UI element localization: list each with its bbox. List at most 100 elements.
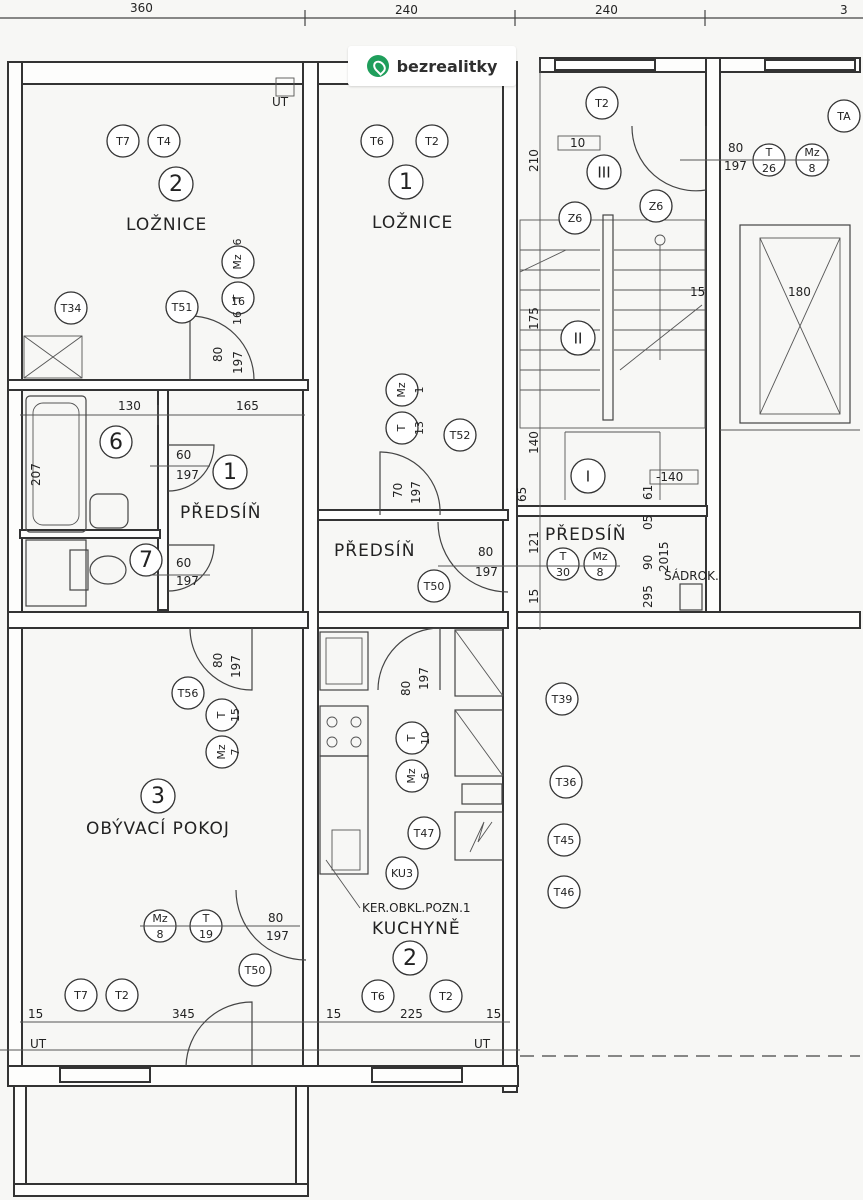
walls [7, 57, 861, 1197]
dimension-lines [0, 60, 860, 1057]
notes: UT UT UT SÁDROK. KER.OBKL.POZN.1 [30, 77, 719, 1051]
svg-text:6: 6 [419, 773, 432, 780]
svg-text:13: 13 [413, 421, 426, 435]
tag-t7: T7 [115, 135, 130, 148]
spec-t-predsin-val: 30 [556, 566, 570, 579]
spec-circles: T 16 Mz Mz T T Mz T Mz T 30 Mz 8 T 26 Mz… [143, 143, 829, 943]
door5-height: 197 [475, 565, 498, 579]
dim-bottom-345: 345 [172, 1007, 195, 1021]
tag-ku3: KU3 [391, 867, 413, 880]
door4-height: 197 [176, 574, 199, 588]
dim-175: 175 [527, 307, 541, 330]
spec-mz-living: Mz [152, 912, 167, 925]
spec-t-predsin: T [559, 550, 567, 563]
room-number-bath: 6 [109, 430, 123, 455]
door8-width: 80 [268, 911, 283, 925]
svg-text:16: 16 [231, 295, 245, 308]
staircase [519, 214, 706, 500]
door-swings [167, 125, 707, 1067]
door1-height: 197 [231, 351, 245, 374]
door6-width: 80 [211, 653, 225, 668]
room-number-wc: 7 [139, 548, 153, 573]
door3-height: 197 [176, 468, 199, 482]
spec-t-living-val: 19 [199, 928, 213, 941]
top-dim-2: 240 [395, 3, 418, 17]
tag-t52: T52 [449, 429, 471, 442]
dim-10: 10 [570, 136, 585, 150]
door5-width: 80 [478, 545, 493, 559]
brand-name: bezrealitky [396, 56, 498, 76]
dim-130: 130 [118, 399, 141, 413]
top-dim-3: 240 [595, 3, 618, 17]
note-sadrok: SÁDROK. [664, 568, 719, 583]
room-name-loznice2: LOŽNICE [126, 213, 207, 235]
room-number-predsin1: 1 [223, 460, 237, 485]
tag-t4: T4 [156, 135, 171, 148]
spec-mz-loznice2: Mz [231, 254, 244, 269]
door-dimensions: 80 197 70 197 60 197 60 197 80 197 80 19… [140, 141, 830, 943]
note-ut-left: UT [30, 1037, 47, 1051]
tag-t34: T34 [60, 302, 82, 315]
tag-t45: T45 [553, 834, 575, 847]
dim-15: 15 [527, 589, 541, 604]
dim-61: 61 [641, 485, 655, 500]
stair-number-3: III [597, 164, 610, 182]
svg-text:6: 6 [231, 239, 244, 246]
spec-t-kitchen: T [405, 734, 418, 742]
note-ut-top: UT [272, 95, 289, 109]
dim-minus-140: -140 [656, 470, 683, 484]
map-pin-icon [366, 55, 389, 77]
dim-bottom-15b: 15 [326, 1007, 341, 1021]
dim-210: 210 [527, 149, 541, 172]
note-ut-right: UT [474, 1037, 491, 1051]
door9-height: 197 [724, 159, 747, 173]
tag-t2-living: T2 [114, 989, 129, 1002]
door8-height: 197 [266, 929, 289, 943]
dim-180: 180 [788, 285, 811, 299]
top-dim-1: 360 [130, 1, 153, 15]
dim-207: 207 [29, 463, 43, 486]
tag-t2-stair: T2 [594, 97, 609, 110]
tag-t56: T56 [177, 687, 199, 700]
spec-t-loznice1: T [395, 424, 408, 432]
spec-mz-predsin-val: 8 [597, 566, 604, 579]
door9-width: 80 [728, 141, 743, 155]
stair-number-1: I [586, 468, 590, 486]
dim-15-stair: 15 [690, 285, 705, 299]
door4-width: 60 [176, 556, 191, 570]
room-number-loznice1: 1 [399, 170, 413, 195]
bezrealitky-watermark: bezrealitky [348, 46, 516, 86]
tag-t6: T6 [369, 135, 384, 148]
svg-text:1: 1 [413, 387, 426, 394]
tag-t39: T39 [551, 693, 573, 706]
door6-height: 197 [229, 655, 243, 678]
spec-t-hall: T [765, 146, 773, 159]
note-ker-obkl: KER.OBKL.POZN.1 [362, 901, 471, 915]
tag-t36: T36 [555, 776, 577, 789]
room-name-kuchyne: KUCHYNĚ [372, 917, 461, 939]
dim-bottom-225: 225 [400, 1007, 423, 1021]
room-name-obyvaci: OBÝVACÍ POKOJ [86, 817, 230, 839]
spec-mz-hall-val: 8 [809, 162, 816, 175]
spec-mz-loznice1: Mz [395, 382, 408, 397]
room-number-obyvaci: 3 [151, 784, 165, 809]
tag-z6-right: Z6 [649, 200, 664, 213]
spec-mz-living-door: Mz [215, 744, 228, 759]
spec-mz-predsin: Mz [592, 550, 607, 563]
door7-height: 197 [417, 667, 431, 690]
stair-number-2: II [574, 330, 583, 348]
dimensions: 130 165 210 175 140 65 121 15 180 15 10 … [28, 135, 811, 1021]
tag-t50: T50 [423, 580, 445, 593]
spec-t-living-door: T [215, 711, 228, 719]
tag-z6-left: Z6 [568, 212, 583, 225]
spec-mz-kitchen: Mz [405, 768, 418, 783]
dim-121: 121 [527, 531, 541, 554]
dim-165: 165 [236, 399, 259, 413]
room-name-predsin-right: PŘEDSÍŇ [545, 523, 626, 545]
dim-bottom-15a: 15 [28, 1007, 43, 1021]
tag-t47: T47 [413, 827, 435, 840]
spec-t-loznice2: T [231, 294, 244, 302]
svg-text:7: 7 [229, 749, 242, 756]
door3-width: 60 [176, 448, 191, 462]
